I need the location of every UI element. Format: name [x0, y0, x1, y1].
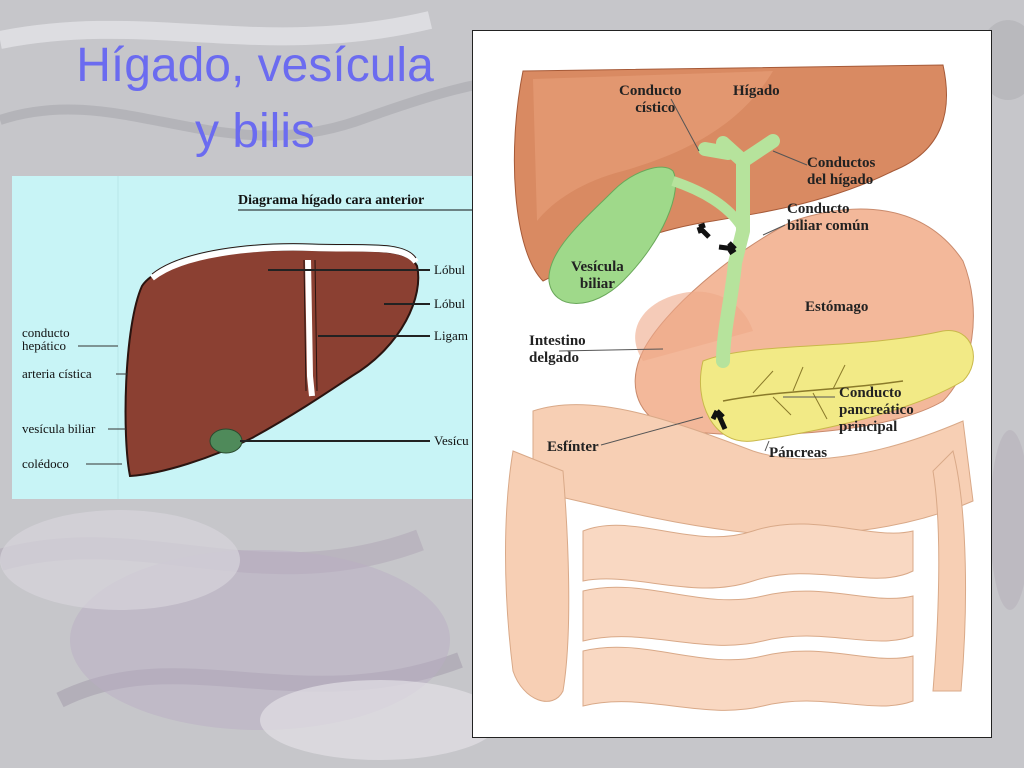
- slide-title-line-2: y bilis: [194, 105, 316, 158]
- label-arteria-cistica: arteria cística: [22, 366, 92, 381]
- label-vesicula-l1: Vesícula: [571, 259, 624, 275]
- label-lobulo-1: Lóbul: [434, 262, 466, 277]
- digestive-organs-drawing: [505, 64, 974, 711]
- label-vesicula: Vesícu: [434, 433, 469, 448]
- label-conducto-pancreatico-l1: Conducto: [839, 385, 902, 401]
- label-intestino-l2: delgado: [529, 350, 580, 366]
- digestive-organs-diagram: Conducto cístico Hígado Conductos del hí…: [472, 30, 992, 738]
- liver-anterior-diagram: Diagrama hígado cara anterior conducto h…: [12, 176, 474, 499]
- label-higado: Hígado: [733, 83, 780, 99]
- label-conducto-pancreatico: Conducto pancreático principal: [839, 385, 914, 436]
- liver-drawing: [78, 176, 474, 499]
- label-intestino-delgado: Intestino delgado: [529, 333, 586, 367]
- label-estomago: Estómago: [805, 299, 869, 315]
- label-conducto-pancreatico-l2: pancreático: [839, 402, 914, 418]
- label-vesicula-biliar: vesícula biliar: [22, 421, 96, 436]
- label-lobulo-2: Lóbul: [434, 296, 466, 311]
- label-conducto-cistico-l2: cístico: [635, 100, 676, 116]
- label-vesicula-biliar-right: Vesícula biliar: [571, 259, 624, 293]
- label-conductos-higado-l2: del hígado: [807, 172, 874, 188]
- label-coledoco: colédoco: [22, 456, 69, 471]
- liver-diagram-heading: Diagrama hígado cara anterior: [238, 193, 425, 208]
- label-conducto-biliar-comun-l2: biliar común: [787, 218, 869, 234]
- label-ligamento: Ligam: [434, 328, 468, 343]
- label-esfinter: Esfínter: [547, 439, 599, 455]
- label-conductos-higado-l1: Conductos: [807, 155, 876, 171]
- label-intestino-l1: Intestino: [529, 333, 586, 349]
- label-pancreas: Páncreas: [769, 445, 828, 461]
- label-conducto-biliar-comun-l1: Conducto: [787, 201, 850, 217]
- label-hepatico: hepático: [22, 338, 67, 353]
- label-vesicula-l2: biliar: [579, 276, 615, 292]
- slide-title-line-1: Hígado, vesícula: [76, 39, 434, 92]
- label-conducto-pancreatico-l3: principal: [839, 419, 898, 435]
- label-conducto: conducto: [22, 325, 70, 340]
- label-conducto-cistico-l1: Conducto: [619, 83, 682, 99]
- label-conducto-biliar-comun: Conducto biliar común: [787, 201, 869, 235]
- label-conductos-del-higado: Conductos del hígado: [807, 155, 875, 189]
- label-conducto-cistico: Conducto cístico: [619, 83, 682, 117]
